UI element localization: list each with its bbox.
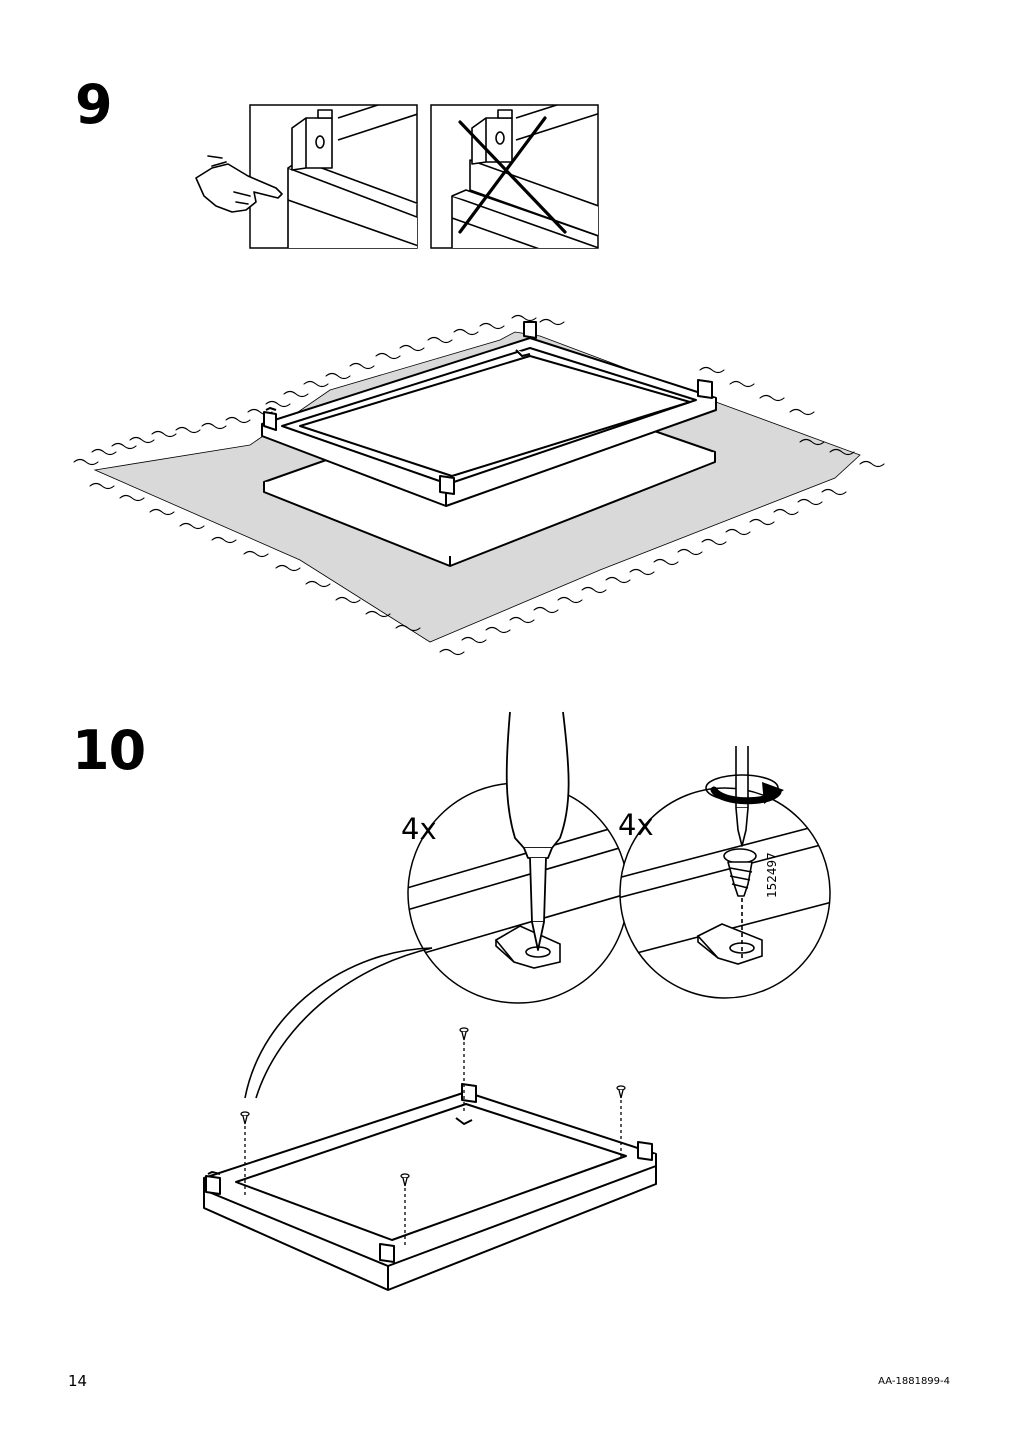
callout-curve — [244, 947, 433, 1099]
part-number: 152497 — [765, 852, 779, 898]
step-number-9: 9 — [75, 73, 113, 136]
quantity-label-right: 4x — [618, 808, 654, 842]
document-id: AA-1881899-4 — [878, 1376, 950, 1387]
page-number: 14 — [68, 1372, 88, 1390]
screw-and-bit — [723, 746, 757, 960]
pointing-hand-icon — [195, 155, 283, 213]
detail-panel-incorrect — [430, 104, 599, 249]
screw-marker — [459, 1027, 469, 1114]
step-number-10: 10 — [72, 719, 146, 782]
screw-marker — [240, 1111, 250, 1196]
detail-circle-right — [619, 787, 831, 999]
base-frame-step9 — [261, 321, 717, 507]
screwdriver-handle — [505, 711, 570, 951]
screw-marker — [616, 1085, 626, 1160]
screw-marker — [400, 1173, 410, 1246]
x-cross-icon — [458, 116, 567, 234]
base-frame-step10 — [203, 1083, 657, 1291]
clockwise-arrow-icon — [705, 774, 784, 805]
detail-panel-correct — [249, 104, 418, 249]
screw-markers — [240, 1027, 626, 1246]
quantity-label-left: 4x — [401, 812, 437, 846]
